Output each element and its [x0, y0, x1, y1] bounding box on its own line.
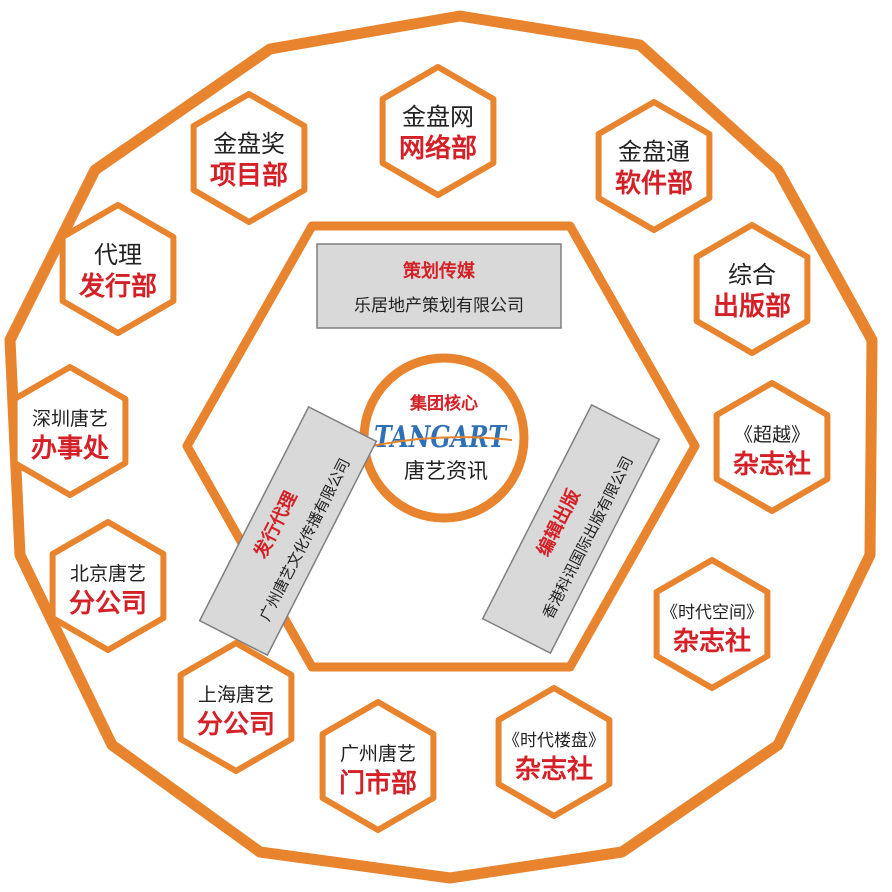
unit-line2: 出版部 [713, 292, 791, 322]
unit-line1: 综合 [728, 261, 776, 289]
unit-hexagon-frame [49, 519, 167, 653]
unit-line1: 北京唐艺 [70, 563, 146, 585]
planning-media-title: 策划传媒 [403, 260, 476, 282]
distribution-box-bg [198, 405, 378, 657]
editorial-box-bg [481, 403, 661, 655]
unit-hexagon-frame [11, 364, 129, 498]
unit-hexagon-frame [653, 557, 771, 691]
unit-line2: 杂志社 [673, 626, 751, 657]
unit-line2: 杂志社 [733, 449, 811, 480]
unit-line2: 项目部 [210, 161, 288, 191]
unit-line1: 《超越》 [734, 424, 810, 446]
unit-hexagon-frame [177, 640, 295, 774]
unit-line2: 杂志社 [515, 754, 593, 785]
unit-chaoyue: 《超越》杂志社 [713, 380, 831, 514]
unit-line2: 分公司 [197, 710, 275, 740]
planning-media-box: 策划传媒 乐居地产策划有限公司 [316, 243, 562, 329]
unit-hexagon-frame [693, 222, 811, 356]
unit-hexagon-frame [319, 699, 437, 833]
unit-hexagon-frame [190, 91, 308, 225]
unit-hexagon-frame [495, 685, 613, 819]
unit-line1: 代理 [94, 241, 142, 269]
unit-line2: 发行部 [78, 271, 157, 302]
unit-line2: 软件部 [615, 169, 693, 199]
unit-line1: 上海唐艺 [198, 684, 274, 706]
unit-line2: 办事处 [31, 434, 109, 464]
unit-line1: 金盘网 [402, 103, 474, 131]
planning-media-box-bg [316, 243, 562, 329]
unit-hexagon-frame [59, 202, 177, 336]
unit-line2: 网络部 [399, 133, 477, 164]
unit-line1: 《时代楼盘》 [503, 731, 605, 751]
unit-line1: 广州唐艺 [340, 743, 416, 765]
planning-media-company: 乐居地产策划有限公司 [354, 296, 524, 316]
unit-shidaikongjian: 《时代空间》杂志社 [653, 557, 771, 691]
unit-line1: 《时代空间》 [661, 603, 763, 623]
brand-chinese-name: 唐艺资讯 [404, 459, 488, 483]
unit-hexagons: 金盘网网络部金盘通软件部综合出版部《超越》杂志社《时代空间》杂志社《时代楼盘》杂… [11, 64, 831, 833]
unit-line1: 深圳唐艺 [32, 408, 108, 430]
core-title: 集团核心 [409, 393, 478, 414]
unit-hexagon-frame [713, 380, 831, 514]
unit-shidailoupan: 《时代楼盘》杂志社 [495, 685, 613, 819]
unit-line1: 金盘通 [618, 138, 690, 166]
brand-swoosh-icon [371, 436, 513, 447]
core-circle: 集团核心 TANGART 唐艺资讯 [359, 353, 529, 523]
unit-line2: 门市部 [339, 768, 417, 799]
inner-hexagon [182, 221, 700, 672]
unit-line2: 分公司 [69, 589, 147, 619]
unit-line1: 金盘奖 [213, 130, 285, 158]
unit-hexagon-frame [595, 99, 713, 233]
unit-hexagon-frame [379, 64, 497, 198]
